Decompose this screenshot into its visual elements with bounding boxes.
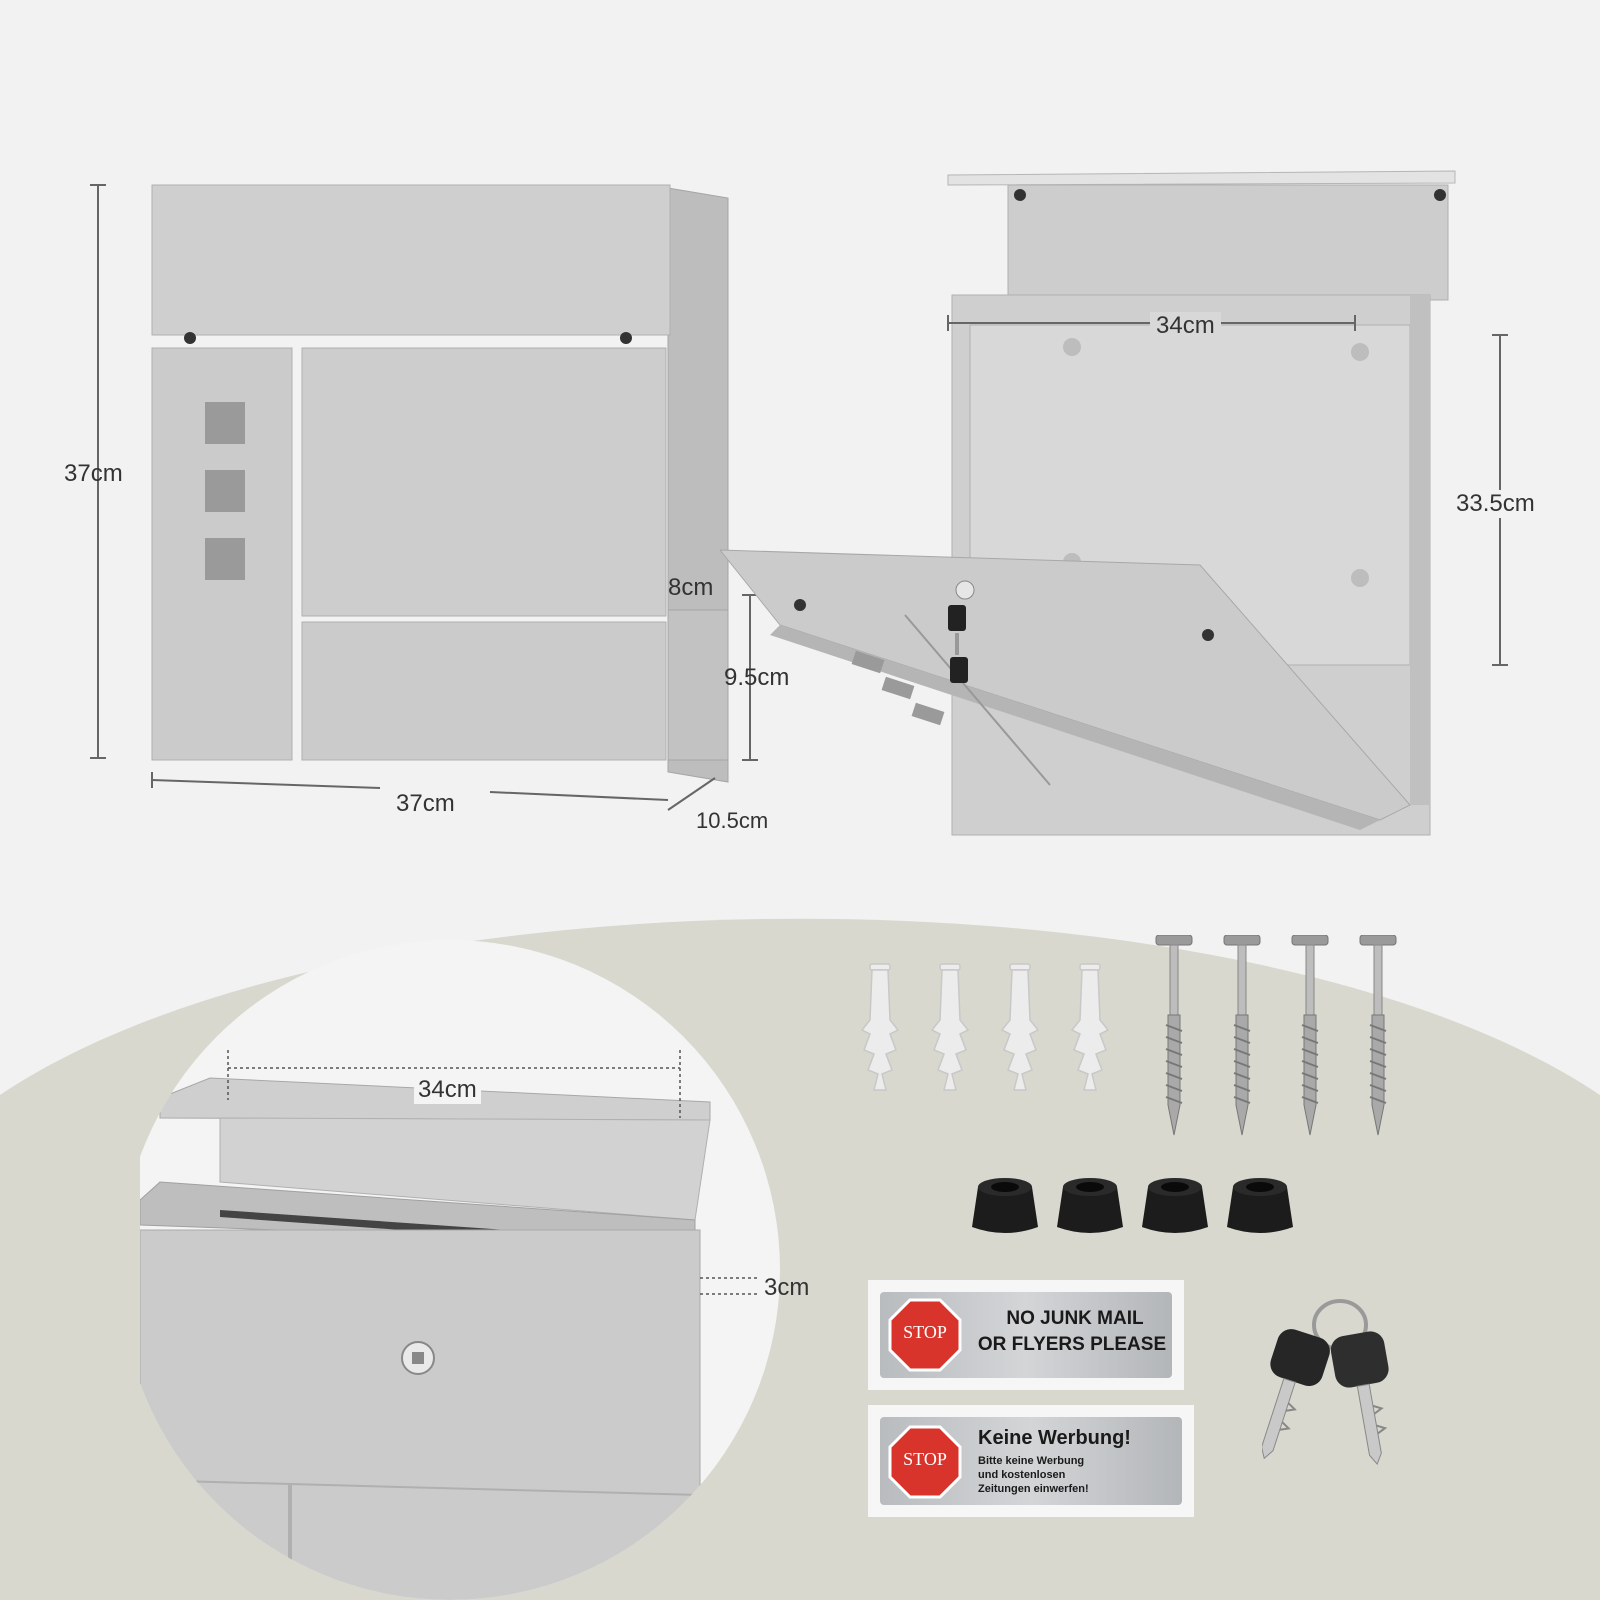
wall-plug-icon (930, 963, 970, 1091)
rubber-feet (972, 1178, 1293, 1233)
dimension-detail-slot: 3cm (764, 1274, 810, 1301)
dimension-slot-opening: 8cm (668, 574, 714, 601)
dimension-lower-door: 9.5cm (724, 664, 790, 691)
sticker-line-1: NO JUNK MAIL (1006, 1308, 1144, 1329)
rubber-foot-icon (1057, 1178, 1123, 1233)
keys-icon (1262, 1299, 1389, 1465)
wall-plug-icon (860, 963, 900, 1091)
rubber-foot-icon (1142, 1178, 1208, 1233)
dimension-inner-width: 34cm (1150, 312, 1221, 340)
wall-plug-icon (1000, 963, 1040, 1091)
dimension-inner-height: 33.5cm (1456, 490, 1535, 518)
screw-icon (1359, 935, 1397, 1136)
screws (1155, 935, 1397, 1136)
sticker-title: Keine Werbung! (978, 1427, 1131, 1449)
dimension-depth-front: 10.5cm (696, 808, 769, 833)
screw-icon (1223, 935, 1261, 1136)
mailbox-front-view (90, 184, 758, 811)
sticker-no-junk-mail: STOP NO JUNK MAIL OR FLYERS PLEASE (868, 1280, 1184, 1390)
sticker-line-1: Bitte keine Werbung (978, 1455, 1085, 1467)
sticker-keine-werbung: STOP Keine Werbung! Bitte keine Werbung … (868, 1405, 1194, 1517)
stop-sign-label: STOP (903, 1449, 947, 1469)
sticker-line-2: und kostenlosen (978, 1469, 1066, 1481)
dimension-detail-width: 34cm (414, 1076, 481, 1104)
stop-sign-icon (888, 1298, 962, 1372)
wall-plug-icon (1070, 963, 1110, 1091)
wall-plugs (860, 963, 1110, 1091)
slot-detail-circle (140, 940, 780, 1600)
dimension-height-front: 37cm (64, 460, 123, 487)
dimension-width-front: 37cm (396, 790, 455, 817)
screw-icon (1291, 935, 1329, 1136)
screw-icon (1155, 935, 1193, 1136)
rubber-foot-icon (1227, 1178, 1293, 1233)
sticker-line-3: Zeitungen einwerfen! (978, 1483, 1089, 1495)
rubber-foot-icon (972, 1178, 1038, 1233)
mailbox-open-view (720, 170, 1508, 836)
sticker-line-2: OR FLYERS PLEASE (977, 1334, 1167, 1355)
stop-sign-label: STOP (903, 1322, 947, 1342)
stop-sign-icon (888, 1425, 962, 1499)
